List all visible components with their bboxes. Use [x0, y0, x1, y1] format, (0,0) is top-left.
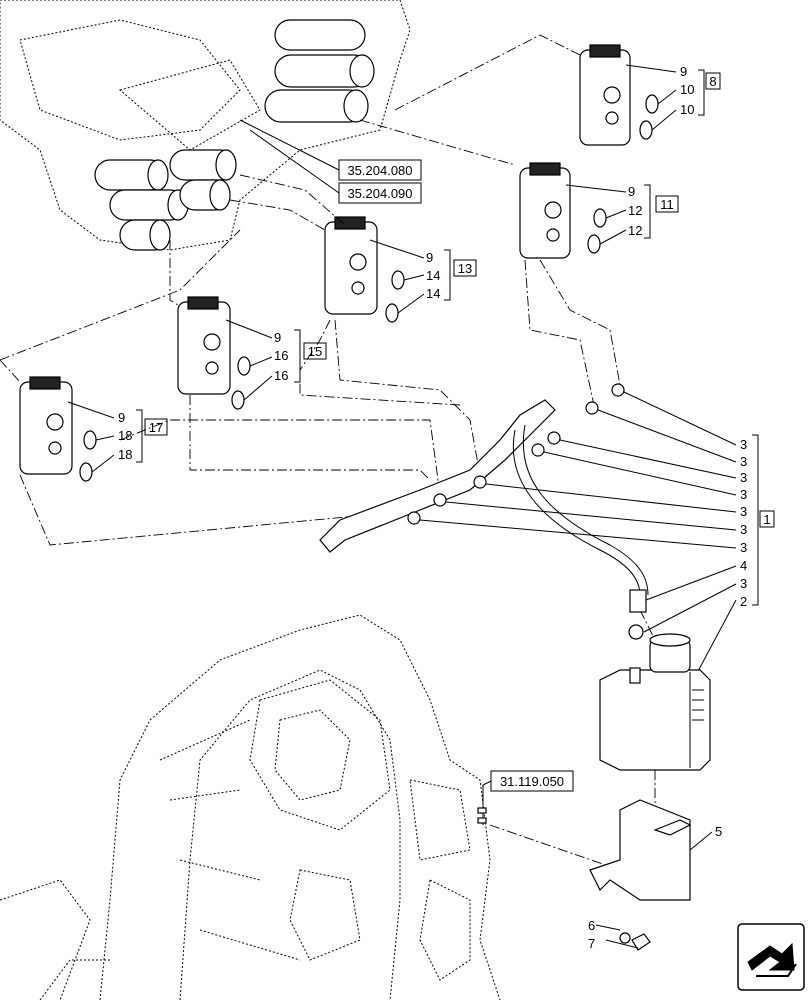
callout-3: 3: [740, 540, 747, 555]
callout-3: 3: [740, 504, 747, 519]
callout-10b: 10: [680, 102, 694, 117]
callout-5: 5: [715, 824, 722, 839]
callout-9: 9: [680, 64, 687, 79]
callout-12b: 12: [628, 223, 642, 238]
callout-3: 3: [740, 576, 747, 591]
callout-18a: 18: [118, 428, 132, 443]
callout-14b: 14: [426, 286, 440, 301]
callout-7: 7: [588, 936, 595, 951]
group-8: 8: [709, 74, 716, 89]
group-11: 11: [660, 197, 674, 212]
reference-35204090[interactable]: 35.204.090: [338, 182, 422, 204]
callout-4: 4: [740, 558, 747, 573]
drain-hose: [319, 383, 649, 640]
callout-3: 3: [740, 437, 747, 452]
callout-2: 2: [740, 594, 747, 609]
callout-9: 9: [274, 330, 281, 345]
callout-16b: 16: [274, 368, 288, 383]
coupler-group-8: 9 10 10 8: [579, 44, 721, 146]
callout-9: 9: [426, 250, 433, 265]
nav-arrow-icon[interactable]: [737, 923, 805, 991]
group-17: 17: [149, 420, 163, 435]
coupler-group-17: 9 18 18 17: [19, 376, 168, 482]
callout-3: 3: [740, 487, 747, 502]
valve-block: [0, 0, 411, 251]
svg-text:35.204.080: 35.204.080: [347, 163, 412, 178]
reference-31119050[interactable]: 31.119.050: [490, 770, 574, 792]
reservoir-tank: [599, 633, 711, 771]
svg-text:35.204.090: 35.204.090: [347, 186, 412, 201]
coupler-group-15: 9 16 16 15: [177, 296, 327, 410]
callout-14a: 14: [426, 268, 440, 283]
callout-16a: 16: [274, 348, 288, 363]
leader-lines: [0, 34, 656, 871]
coupler-group-11: 9 12 12 11: [519, 162, 679, 259]
svg-text:31.119.050: 31.119.050: [500, 774, 564, 789]
callout-3: 3: [740, 522, 747, 537]
callout-6: 6: [588, 918, 595, 933]
callout-3: 3: [740, 454, 747, 469]
coupler-group-13: 9 14 14 13: [324, 216, 477, 323]
callout-9: 9: [628, 184, 635, 199]
callout-10a: 10: [680, 82, 694, 97]
group-15: 15: [308, 344, 322, 359]
group-1: 1: [763, 512, 770, 527]
tractor-frame: [0, 614, 501, 1000]
callout-9: 9: [118, 410, 125, 425]
callout-18b: 18: [118, 447, 132, 462]
mounting-bracket: 5 6 7: [588, 799, 722, 951]
callout-3: 3: [740, 470, 747, 485]
group-13: 13: [458, 261, 472, 276]
reference-35204080[interactable]: 35.204.080: [338, 159, 422, 181]
callout-12a: 12: [628, 203, 642, 218]
